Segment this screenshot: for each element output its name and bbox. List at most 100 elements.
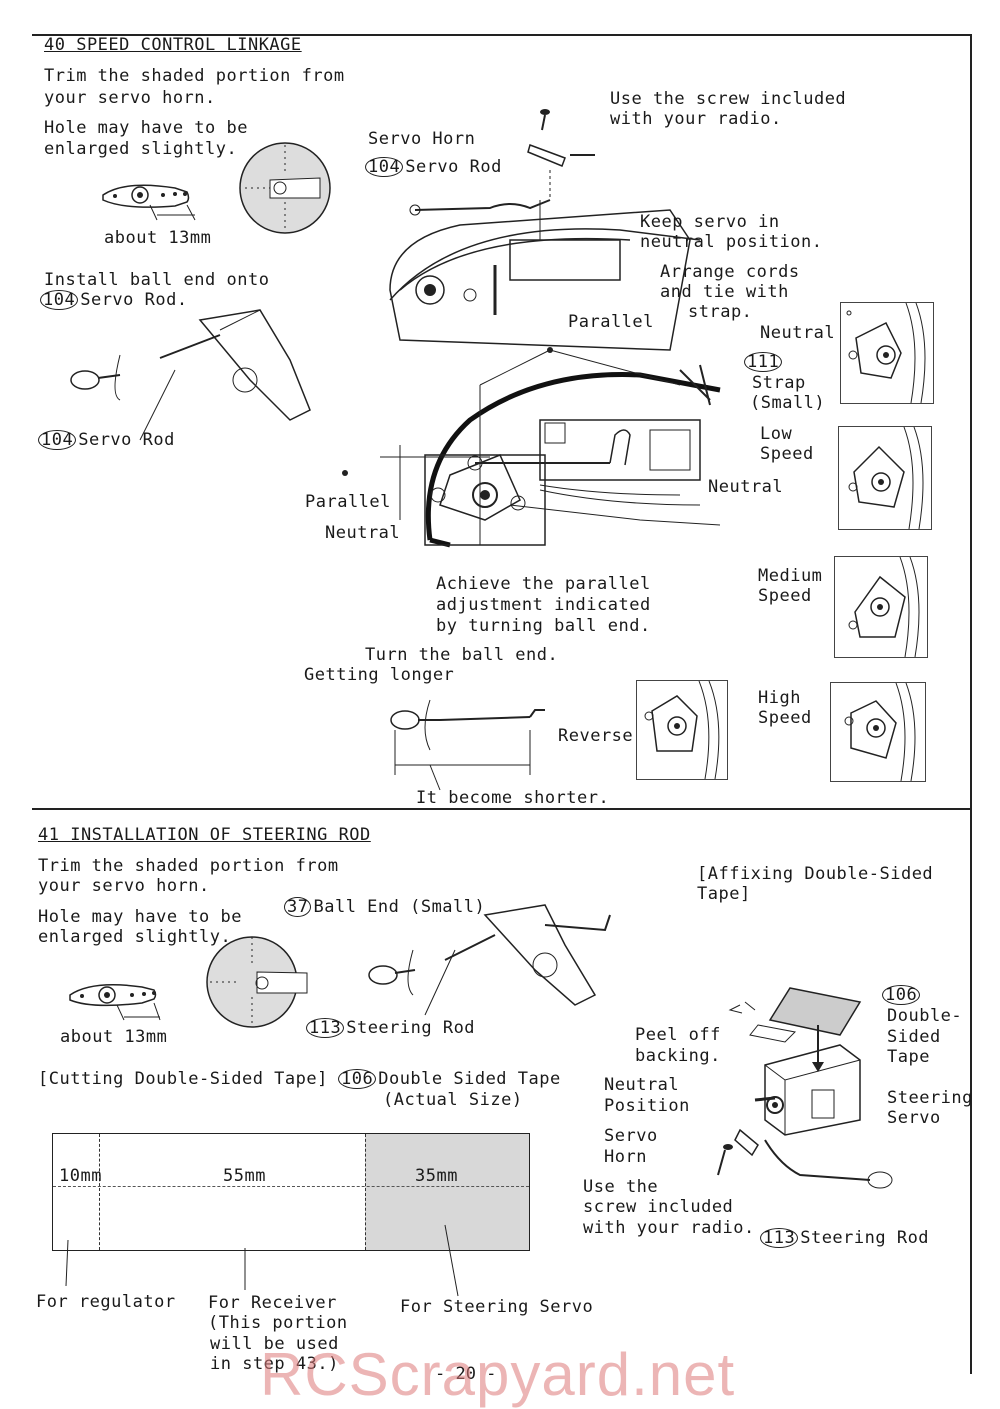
double-sided-tape-diagram: 10mm 55mm 35mm (52, 1133, 530, 1251)
s40-turn-line2: Getting longer (304, 665, 455, 685)
s40-trim-line1: Trim the shaded portion from (44, 66, 345, 86)
s41-affix-line2: Tape] (697, 884, 751, 904)
s41-receiver-line3: will be used (210, 1334, 339, 1354)
watermark: RCScrapyard.net (260, 1341, 736, 1408)
s41-use-line2: screw included (583, 1197, 734, 1217)
s40-strap-line1: Strap (752, 373, 806, 393)
s41-hole-line1: Hole may have to be (38, 907, 242, 927)
s40-arrange-line1: Arrange cords (660, 262, 800, 282)
s41-receiver-line4: in step 43.) (210, 1354, 339, 1374)
tape-cut-line-1 (99, 1134, 100, 1250)
s41-hole-line2: enlarged slightly. (38, 927, 232, 947)
s41-servo-horn-line1: Servo (604, 1126, 658, 1146)
s41-receiver-line2: (This portion (208, 1313, 348, 1333)
s41-ball-end-text: Ball End (Small) (313, 897, 486, 917)
s41-dst-line1: Double- (887, 1006, 963, 1026)
s40-achieve-line2: adjustment indicated (436, 595, 651, 615)
panel-high-speed (830, 682, 926, 782)
s40-panel-medium-line1: Medium (758, 566, 823, 586)
s41-dst-number: 106 (882, 985, 922, 1005)
s40-neutral-right: Neutral (708, 477, 784, 497)
s40-arrange-line2: and tie with (660, 282, 789, 302)
s40-parallel-left: Parallel (305, 492, 391, 512)
s40-reverse-label: Reverse (558, 726, 634, 746)
s41-regulator-label: For regulator (36, 1292, 176, 1312)
s41-dst-line3: Tape (887, 1047, 930, 1067)
s41-tape-text: Double Sided Tape (378, 1069, 561, 1089)
s41-cutting-heading: [Cutting Double-Sided Tape] (38, 1069, 328, 1089)
panel-medium-speed (834, 556, 928, 658)
s40-achieve-line1: Achieve the parallel (436, 574, 651, 594)
part-number-badge: 104 (365, 157, 404, 177)
s41-steering-rod-top-text: Steering Rod (346, 1018, 476, 1038)
tape-segment-55mm: 55mm (223, 1166, 266, 1186)
panel-low-speed (838, 426, 932, 530)
s41-neutral-position-line1: Neutral (604, 1075, 680, 1095)
speed-control-linkage-illustration (342, 347, 721, 548)
s40-panel-low-line2: Speed (760, 444, 814, 464)
s40-servo-rod-top-text: Servo Rod (405, 157, 502, 177)
ball-end-pliers-illustration (70, 309, 311, 441)
s41-about-label: about 13mm (60, 1027, 168, 1047)
s40-keep-line1: Keep servo in (640, 212, 780, 232)
s40-install-line1: Install ball end onto (44, 270, 270, 290)
part-number-badge: 37 (284, 897, 312, 917)
s40-screw-line1: Use the screw included (610, 89, 847, 109)
s40-hole-line1: Hole may have to be (44, 118, 248, 138)
tape-cut-line-2 (365, 1134, 366, 1250)
s41-servo-horn-line2: Horn (604, 1147, 647, 1167)
part-number-badge: 104 (38, 430, 77, 450)
right-border (970, 34, 972, 1374)
s40-rod-text: Servo Rod (78, 430, 175, 450)
s40-strap-number: 111 (744, 352, 784, 372)
steering-servo-illustration (717, 987, 893, 1189)
part-number-badge: 106 (882, 985, 921, 1005)
s40-achieve-line3: by turning ball end. (436, 616, 651, 636)
page-number: - 20 - (435, 1364, 497, 1384)
s41-steering-servo-line1: Steering (887, 1088, 973, 1108)
s41-neutral-position-line2: Position (604, 1096, 690, 1116)
part-number-badge: 111 (744, 352, 783, 372)
part-number-badge: 104 (40, 290, 79, 310)
s40-panel-medium-line2: Speed (758, 586, 812, 606)
s41-trim-line1: Trim the shaded portion from (38, 856, 339, 876)
tape-segment-35mm: 35mm (415, 1166, 458, 1186)
s41-steering-servo-tape-label: For Steering Servo (400, 1297, 594, 1317)
part-number-badge: 113 (306, 1018, 345, 1038)
s41-use-line1: Use the (583, 1177, 659, 1197)
rod-length-illustration (390, 699, 545, 791)
panel-reverse (636, 680, 728, 780)
s40-neutral-left: Neutral (325, 523, 401, 543)
s40-hole-line2: enlarged slightly. (44, 139, 238, 159)
s40-install-rod: Servo Rod. (80, 290, 188, 310)
s41-steering-rod-text: Steering Rod (800, 1228, 930, 1248)
s41-tape-size-label: (Actual Size) (383, 1090, 523, 1110)
s40-trim-line2: your servo horn. (44, 88, 216, 108)
tape-dimension-line (53, 1186, 529, 1187)
s40-arrange-line3: strap. (688, 302, 753, 322)
s41-receiver-line1: For Receiver (208, 1293, 337, 1313)
s40-shorter-label: It become shorter. (416, 788, 610, 808)
s40-parallel-top: Parallel (568, 312, 654, 332)
section-divider (32, 808, 972, 810)
s40-screw-line2: with your radio. (610, 109, 782, 129)
s41-trim-line2: your servo horn. (38, 876, 210, 896)
s40-about-label: about 13mm (104, 228, 212, 248)
tape-segment-steering (365, 1134, 529, 1250)
s40-panel-high-line2: Speed (758, 708, 812, 728)
s41-ball-end-pliers-illustration (368, 904, 611, 1016)
s40-keep-line2: neutral position. (640, 232, 823, 252)
s41-peel-line2: backing. (635, 1046, 721, 1066)
s41-steering-servo-line2: Servo (887, 1108, 941, 1128)
top-border (32, 34, 972, 36)
s41-use-line3: with your radio. (583, 1218, 755, 1238)
s40-turn-line1: Turn the ball end. (365, 645, 559, 665)
part-number-badge: 113 (760, 1228, 799, 1248)
s41-dst-line2: Sided (887, 1027, 941, 1047)
